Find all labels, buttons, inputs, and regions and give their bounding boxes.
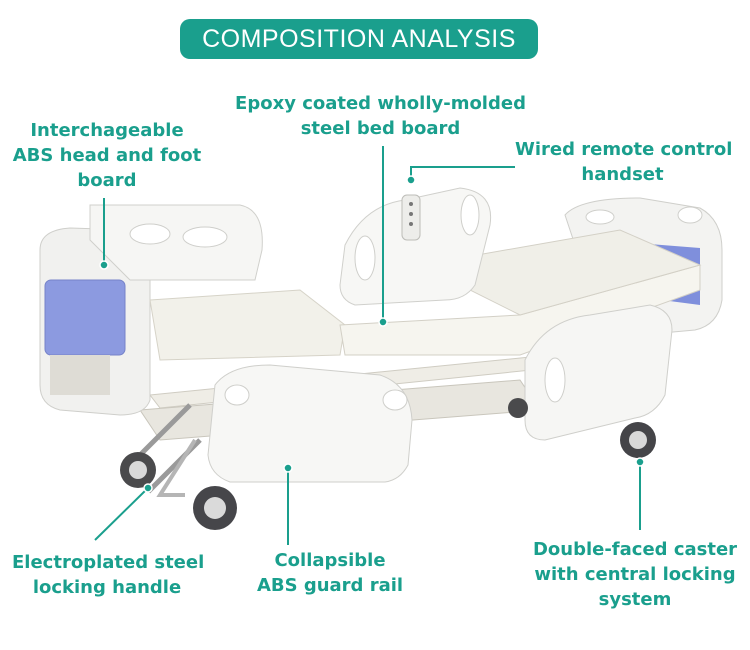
casters — [120, 398, 656, 530]
caster-label: Double-faced caster with central locking… — [532, 539, 738, 610]
head-board — [39, 204, 263, 416]
remote-handset — [401, 194, 421, 241]
raised-back-section — [149, 229, 702, 361]
bed-board-label: Epoxy coated wholly-molded steel bed boa… — [235, 93, 526, 139]
remote-label: Wired remote control handset — [515, 139, 733, 185]
head-board-label: Interchageable ABS head and foot board — [12, 120, 202, 191]
side-rail-front — [207, 304, 673, 483]
page-title: COMPOSITION ANALYSIS — [180, 19, 538, 59]
guard-rail-label: Collapsible ABS guard rail — [256, 550, 404, 596]
leader-lines — [94, 146, 645, 545]
side-rail-back — [339, 187, 492, 306]
handle-label: Electroplated steel locking handle — [12, 552, 205, 598]
